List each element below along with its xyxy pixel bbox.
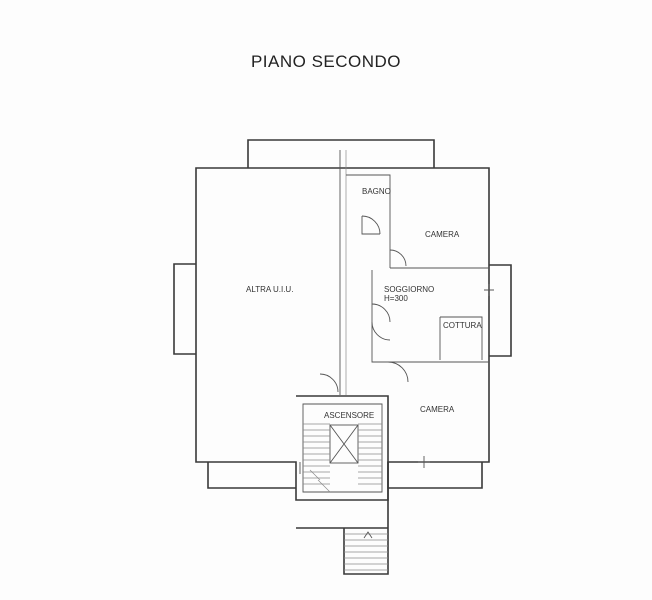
room-label-bagno: BAGNO xyxy=(362,187,391,196)
room-label-camera-bottom: CAMERA xyxy=(420,405,455,414)
top-balcony xyxy=(247,139,435,168)
room-label-cottura: COTTURA xyxy=(443,321,482,330)
room-label-soggiorno-height: H=300 xyxy=(384,294,408,303)
external-stair xyxy=(296,500,389,575)
stair-treads xyxy=(303,423,382,493)
left-balcony xyxy=(173,263,196,355)
room-label-soggiorno: SOGGIORNO xyxy=(384,285,434,294)
cottura-walls xyxy=(439,316,483,360)
bagno-walls xyxy=(346,174,391,268)
soggiorno-walls xyxy=(371,270,489,363)
room-label-altra-ulu: ALTRA U.I.U. xyxy=(246,285,293,294)
bottom-right-balcony xyxy=(387,462,483,489)
window-marks xyxy=(299,284,494,474)
plan-title: PIANO SECONDO xyxy=(250,52,402,71)
bottom-left-balcony xyxy=(207,462,296,489)
room-label-camera-top: CAMERA xyxy=(425,230,460,239)
room-label-ascensore: ASCENSORE xyxy=(324,411,374,420)
door-swings xyxy=(319,215,409,393)
right-balcony xyxy=(489,264,512,357)
stair-core xyxy=(296,395,389,500)
outer-perimeter xyxy=(195,167,490,501)
elevator-shaft xyxy=(329,424,359,464)
